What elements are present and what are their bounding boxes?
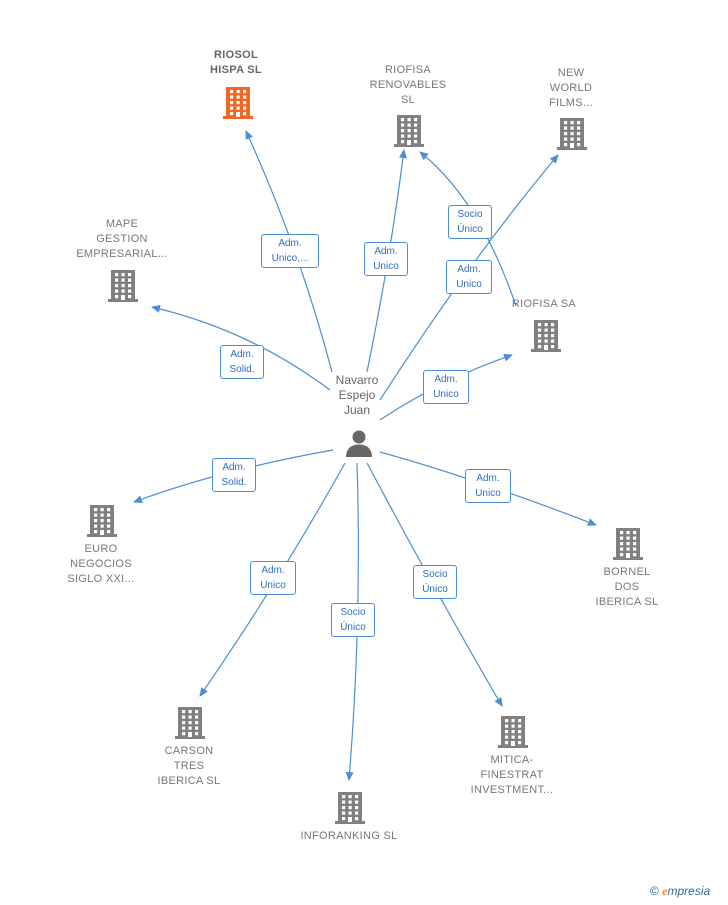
building-icon[interactable] (223, 85, 253, 119)
company-name-new-world[interactable]: NEW WORLD FILMS... (549, 67, 593, 109)
building-icon[interactable] (498, 714, 528, 748)
company-name-bornel[interactable]: BORNEL DOS IBERICA SL (595, 566, 659, 608)
building-icon[interactable] (335, 790, 365, 824)
building-icon[interactable] (108, 268, 138, 302)
building-icon[interactable] (87, 503, 117, 537)
credit[interactable]: © empresia (650, 884, 710, 899)
person-icon[interactable] (344, 428, 374, 458)
brand-name: mpresia (667, 884, 711, 898)
relation-label-riosol[interactable]: Adm. Unico,... (261, 234, 319, 268)
edge-mape (151, 304, 331, 391)
company-name-riosol[interactable]: RIOSOL HISPA SL (210, 49, 262, 76)
company-name-carson[interactable]: CARSON TRES IBERICA SL (157, 745, 221, 787)
relation-label-riofisa-renovables[interactable]: Adm. Unico (364, 242, 408, 276)
relation-label-riofisa-sa[interactable]: Adm. Unico (423, 370, 469, 404)
relation-label-inforanking[interactable]: Socio Único (331, 603, 375, 637)
relation-label-new-world[interactable]: Adm. Unico (446, 260, 492, 294)
company-name-riofisa-sa[interactable]: RIOFISA SA (511, 298, 577, 310)
relation-label-bornel[interactable]: Adm. Unico (465, 469, 511, 503)
company-name-riofisa-renovables[interactable]: RIOFISA RENOVABLES SL (369, 64, 447, 106)
relation-label-euro[interactable]: Adm. Solid. (212, 458, 256, 492)
copyright-icon: © (650, 884, 659, 898)
company-name-euro[interactable]: EURO NEGOCIOS SIGLO XXI... (67, 543, 135, 585)
building-icon[interactable] (613, 526, 643, 560)
relation-label-riofisa-renovables[interactable]: Socio Único (448, 205, 492, 239)
building-icon[interactable] (175, 705, 205, 739)
company-name-mitica[interactable]: MITICA- FINESTRAT INVESTMENT... (470, 754, 554, 796)
relation-label-carson[interactable]: Adm. Unico (250, 561, 296, 595)
relation-label-mitica[interactable]: Socio Único (413, 565, 457, 599)
building-icon[interactable] (531, 318, 561, 352)
building-icon[interactable] (557, 116, 587, 150)
center-person-name[interactable]: Navarro Espejo Juan (335, 373, 379, 417)
relation-label-mape[interactable]: Adm. Solid. (220, 345, 264, 379)
building-icon[interactable] (394, 113, 424, 147)
company-name-mape[interactable]: MAPE GESTION EMPRESARIAL... (76, 218, 168, 260)
company-name-inforanking[interactable]: INFORANKING SL (300, 830, 398, 842)
brand-logo-initial: e (662, 884, 668, 898)
